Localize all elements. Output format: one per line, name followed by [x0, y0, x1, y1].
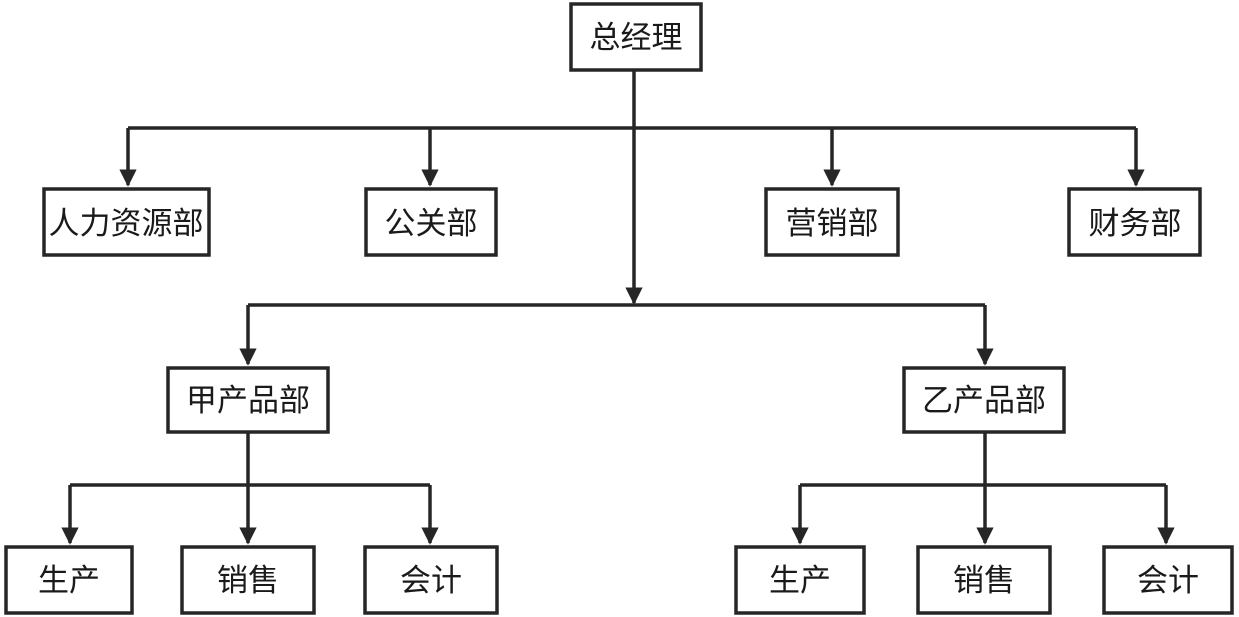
node-b-sales: 销售: [916, 545, 1052, 615]
node-a-production-label: 生产: [38, 563, 100, 599]
node-a-production-box: [4, 545, 134, 615]
node-hr: 人力资源部: [42, 187, 211, 257]
node-pr-box: [364, 187, 498, 257]
node-b-accounting: 会计: [1102, 545, 1234, 615]
node-gm-label: 总经理: [590, 20, 683, 56]
connectors-product-b: [791, 432, 1175, 545]
node-finance-box: [1067, 187, 1202, 257]
node-product-a: 甲产品部: [166, 366, 330, 434]
node-hr-label: 人力资源部: [49, 206, 204, 242]
node-product-b-box: [902, 366, 1066, 434]
node-marketing-box: [764, 187, 900, 257]
node-hr-box: [42, 187, 211, 257]
node-a-production: 生产: [4, 545, 134, 615]
node-finance-label: 财务部: [1089, 206, 1182, 242]
node-a-accounting-box: [363, 545, 499, 615]
node-b-production-label: 生产: [769, 563, 831, 599]
node-pr: 公关部: [364, 187, 498, 257]
node-b-sales-label: 销售: [953, 563, 1015, 599]
node-marketing: 营销部: [764, 187, 900, 257]
node-b-accounting-box: [1102, 545, 1234, 615]
connectors-top: [119, 70, 1145, 187]
node-b-production-box: [734, 545, 866, 615]
node-gm-box: [569, 2, 703, 72]
node-finance: 财务部: [1067, 187, 1202, 257]
node-a-accounting-label: 会计: [400, 563, 462, 599]
node-b-sales-box: [916, 545, 1052, 615]
node-a-sales-label: 销售: [217, 563, 279, 599]
node-product-a-label: 甲产品部: [186, 383, 310, 419]
node-product-a-box: [166, 366, 330, 434]
node-a-accounting: 会计: [363, 545, 499, 615]
node-b-production: 生产: [734, 545, 866, 615]
node-gm: 总经理: [569, 2, 703, 72]
node-product-b-label: 乙产品部: [922, 383, 1046, 419]
node-pr-label: 公关部: [385, 206, 478, 242]
connectors-product-a: [61, 432, 439, 545]
node-b-accounting-label: 会计: [1137, 563, 1199, 599]
node-marketing-label: 营销部: [786, 206, 879, 242]
node-product-b: 乙产品部: [902, 366, 1066, 434]
node-a-sales-box: [180, 545, 316, 615]
node-a-sales: 销售: [180, 545, 316, 615]
connectors-products: [239, 128, 994, 366]
